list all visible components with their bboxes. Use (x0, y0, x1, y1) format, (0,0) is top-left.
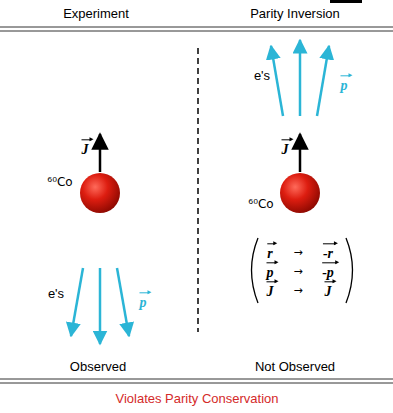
momentum-label: p (341, 74, 348, 93)
electron-arrow (99, 268, 102, 344)
momentum-label: p (140, 291, 147, 310)
rule-line (0, 27, 393, 28)
rule-line (0, 383, 393, 384)
electron-arrow (71, 268, 83, 336)
nucleus-sphere (80, 173, 120, 213)
particle-label: e's (48, 287, 64, 301)
matrix-entry: → (293, 266, 302, 278)
matrix-entry: J (267, 280, 274, 299)
rule-line (0, 31, 393, 32)
top-bar (330, 0, 362, 3)
result-label: Not Observed (255, 360, 335, 374)
isotope-label: ⁶⁰Co (248, 198, 273, 211)
electron-arrow (299, 40, 302, 116)
mirror-line (197, 48, 199, 332)
spin-arrow (99, 134, 102, 172)
matrix-entry: r (267, 242, 272, 261)
isotope-label: ⁶⁰Co (47, 176, 72, 189)
result-label: Observed (70, 360, 126, 374)
spin-arrow (299, 134, 302, 172)
electron-arrow (271, 46, 283, 116)
matrix-entry: J (325, 280, 332, 299)
matrix-bracket (346, 238, 353, 303)
matrix-entry: → (293, 247, 302, 259)
spin-label: J (282, 138, 289, 157)
rule-line (0, 379, 393, 380)
electron-arrow (317, 46, 329, 116)
matrix-entry: p (267, 261, 274, 280)
matrix-entry: -p (322, 261, 334, 280)
particle-label: e's (254, 69, 270, 83)
column-heading: Experiment (63, 7, 129, 21)
matrix-bracket (252, 238, 259, 303)
matrix-entry: → (293, 285, 302, 297)
electron-arrow (117, 268, 129, 336)
matrix-entry: -r (323, 242, 333, 261)
nucleus-sphere (280, 173, 320, 213)
spin-label: J (82, 138, 89, 157)
caption: Violates Parity Conservation (115, 392, 278, 406)
column-heading: Parity Inversion (250, 7, 340, 21)
